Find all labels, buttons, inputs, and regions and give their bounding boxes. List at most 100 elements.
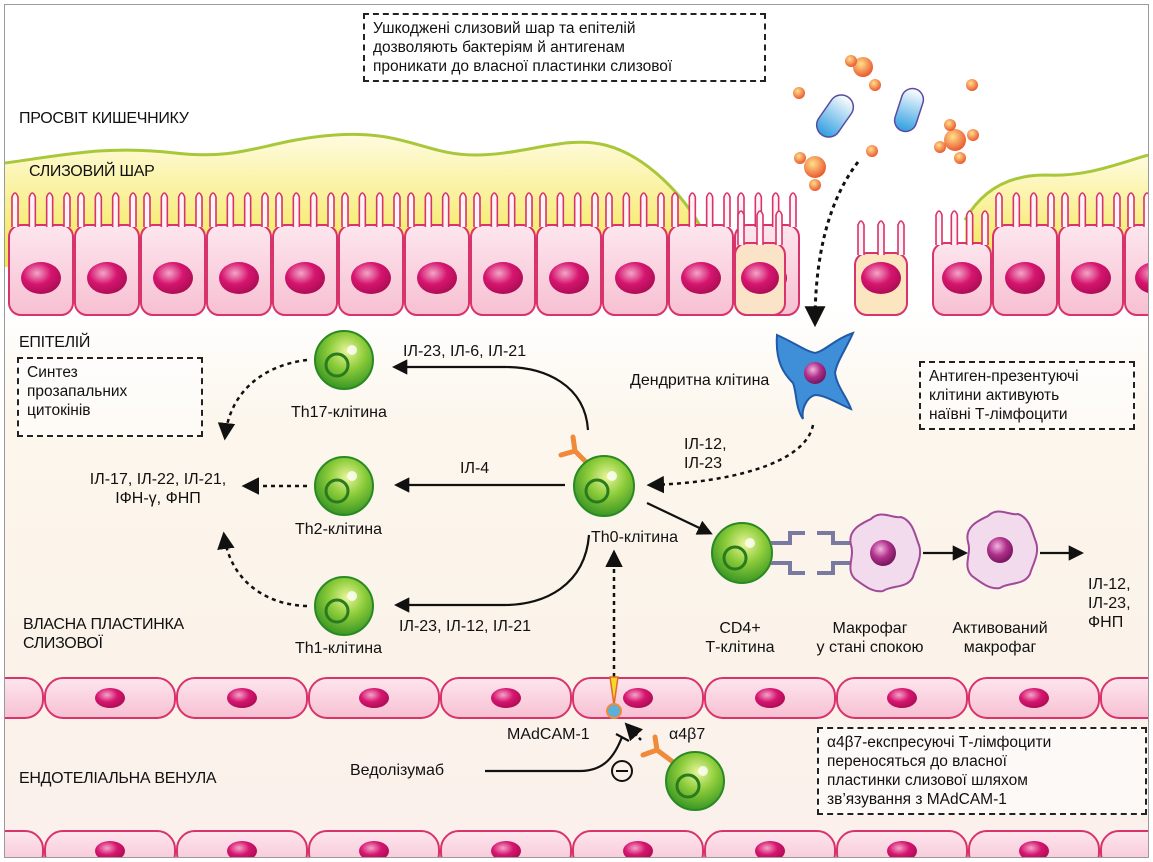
label-line: ІЛ-12, [1088,576,1131,593]
endothelial-cell [836,677,968,719]
bacterium-icon [815,94,855,138]
nucleus-icon [1019,688,1049,708]
endothelial-cell [1100,677,1148,719]
label-th1: Th1-клітина [295,640,382,657]
endothelial-cell [572,677,704,719]
endothelial-cell [440,830,572,857]
cytokines-output: ІЛ-17, ІЛ-22, ІЛ-21, ІФН-γ, ФНП [63,470,253,508]
region-label-epithelium: ЕПІТЕЛІЙ [19,334,91,351]
nucleus-icon [491,688,521,708]
epithelial-cell [470,192,536,316]
epithelial-cell [992,192,1058,316]
endothelial-cell [308,677,440,719]
th1-cell-icon [314,576,374,636]
endothelial-cell [5,830,44,857]
nucleus-icon [1135,263,1148,293]
note-line: пластинки слизової шляхом [827,772,1028,789]
endothelial-cell [704,677,836,719]
mucus-surface-line-left [5,132,707,236]
mucus-surface-line-right [963,153,1148,221]
note-cytokine-synthesis: Синтез прозапальних цитокінів [17,357,203,437]
nucleus-icon [741,262,779,294]
endothelial-cell [572,830,704,857]
receptor-binding-icon [771,531,850,575]
endothelial-cell [704,830,836,857]
label-line: ФНП [1088,614,1124,631]
nucleus-icon [623,841,653,857]
epithelial-cell [206,192,272,316]
nucleus-icon [1005,262,1045,294]
epithelial-cell [74,192,140,316]
diagram-frame: ПРОСВІТ КИШЕЧНИКУ СЛИЗОВИЙ ШАР ЕПІТЕЛІЙ … [4,4,1149,858]
endothelial-cell [44,677,176,719]
endothelial-cell [836,830,968,857]
label-dendritic-cell: Дендритна клітина [630,372,770,389]
endothelial-cell [44,830,176,857]
nucleus-icon [227,688,257,708]
antigen-icon [793,87,805,99]
endothelial-cell [308,830,440,857]
nucleus-icon [285,262,325,294]
cd4-t-cell-icon [711,522,850,584]
label-line: ІФН-γ, ФНП [115,490,201,507]
nucleus-icon [219,262,259,294]
label-cd4-t-cell: CD4+ Т-клітина [695,619,785,657]
nucleus-icon [359,841,389,857]
note-line: Антиген-презентуючі [929,368,1079,385]
antigen-icon [866,145,878,157]
epithelial-cell [536,192,602,316]
th0-to-cd4-arrow [646,502,713,535]
epithelial-cell [338,192,404,316]
nucleus-icon [483,262,523,294]
nucleus-icon [95,841,125,857]
label-th0: Th0-клітина [591,529,678,546]
epithelial-cell [404,192,470,316]
label-line: ІЛ-12, [684,436,727,453]
cytokines-macrophage-output: ІЛ-12, ІЛ-23, ФНП [1088,575,1131,632]
epithelial-cell [668,192,734,316]
nucleus-icon [359,688,389,708]
epithelial-cell [734,210,786,316]
nucleus-icon [87,262,127,294]
bacteria-and-antigens [793,55,979,191]
circulating-t-cell-icon [640,734,725,811]
th17-output-arrow [217,358,308,441]
nucleus-icon [491,841,521,857]
epithelial-cell [602,192,668,316]
note-barrier-damage: Ушкоджені слизовий шар та епітелій дозво… [363,13,766,82]
antigen-cluster-icon [934,119,979,164]
note-lymphocyte-homing: α4β7-експресуючі Т-лімфоцити переносятьс… [817,727,1147,815]
dendritic-cell-icon [775,331,855,420]
cytokines-to-th17: ІЛ-23, ІЛ-6, ІЛ-21 [403,343,527,360]
bacterium-icon [893,87,925,133]
epithelial-cell [1058,192,1124,316]
label-line: макрофаг [963,639,1037,656]
resting-macrophage-icon [849,513,922,593]
label-line: Т-клітина [705,639,775,656]
th2-cell-icon [314,456,374,516]
label-line: Макрофаг [832,620,908,637]
label-line: ІЛ-23 [684,455,723,472]
endothelial-cell [968,830,1100,857]
region-label-line: ВЛАСНА ПЛАСТИНКА [23,616,184,633]
endothelial-cell [968,677,1100,719]
nucleus-icon [887,688,917,708]
nucleus-icon [861,262,901,294]
venule-wall-bottom [5,830,1148,857]
note-line: α4β7-експресуючі Т-лімфоцити [827,734,1052,751]
nucleus-icon [755,688,785,708]
label-vedolizumab: Ведолізумаб [350,762,445,779]
endothelial-cell [440,677,572,719]
nucleus-icon [227,841,257,857]
epithelial-cell [1124,192,1148,316]
activated-macrophage-icon [966,510,1039,590]
note-line: дозволяють бактеріям й антигенам [373,39,625,56]
cytokines-from-dendritic: ІЛ-12, ІЛ-23 [684,435,727,473]
endothelial-cell [1100,830,1148,857]
note-apc-activation: Антиген-презентуючі клітини активують на… [919,361,1135,430]
nucleus-icon [95,688,125,708]
region-label-mucus: СЛИЗОВИЙ ШАР [29,163,155,180]
nucleus-icon [153,262,193,294]
endothelial-cell [5,677,44,719]
th17-cell-icon [314,330,374,390]
